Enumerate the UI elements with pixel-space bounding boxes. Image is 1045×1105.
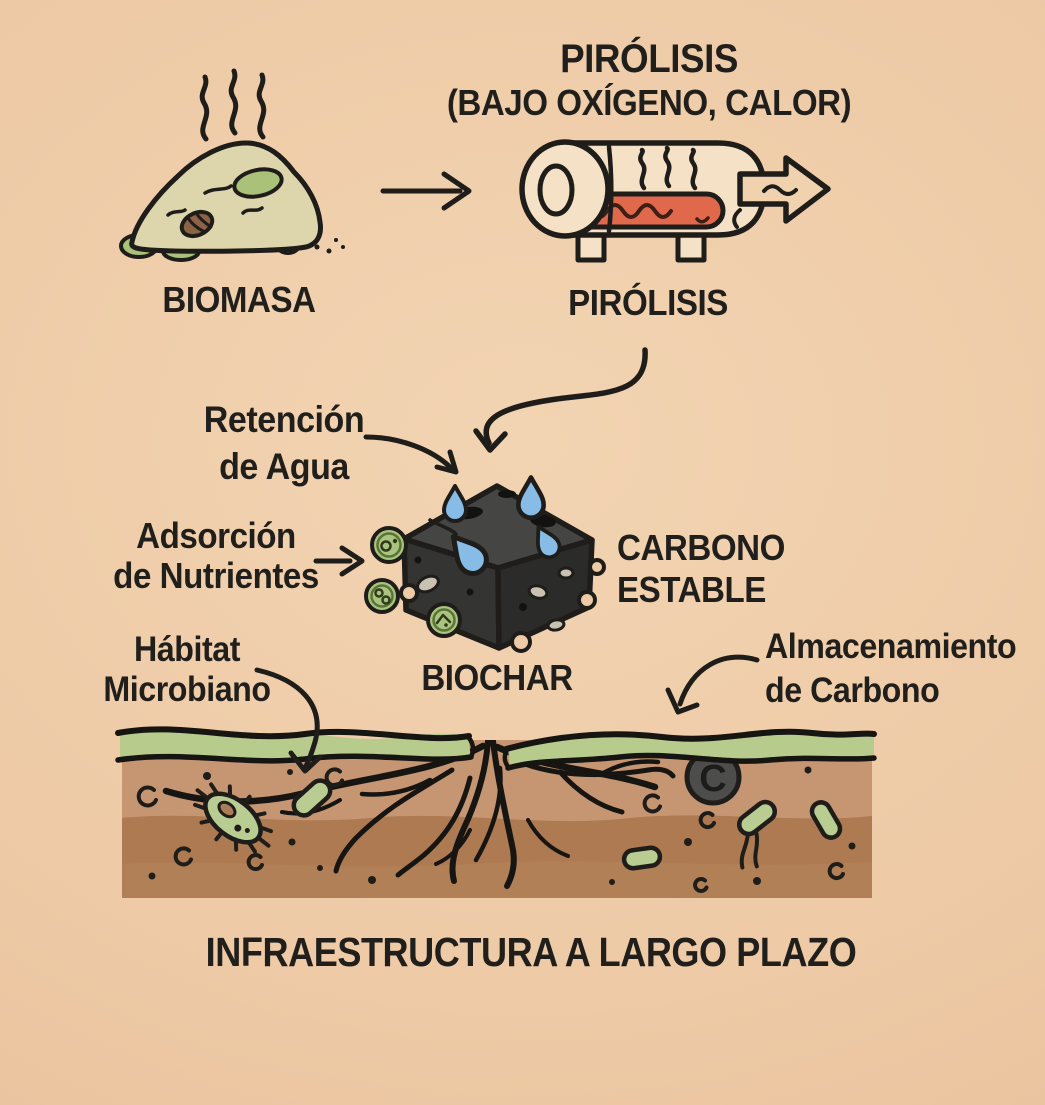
- nutrient-molecule-icon: [364, 526, 462, 638]
- carbon-storage-label: Almacenamiento de Carbono: [765, 625, 1017, 713]
- bacterium-icon: [193, 782, 273, 854]
- nutrient-adsorption-line2: de Nutrientes: [113, 555, 319, 596]
- arrow-pyrolysis-to-biochar: [473, 347, 648, 453]
- gas-exit-arrow-icon: [737, 155, 831, 224]
- title-line-2: (BAJO OXÍGENO, CALOR): [446, 82, 852, 123]
- water-retention-line2: de Agua: [219, 446, 349, 487]
- microbe-icon: [621, 845, 663, 871]
- microbial-habitat-line2: Microbiano: [103, 670, 271, 709]
- water-drop-icon: [442, 475, 562, 576]
- nutrient-adsorption-label: Adsorción de Nutrientes: [113, 516, 319, 596]
- arrow-nutrient-adsorption: [313, 545, 365, 577]
- microbe-icon: [809, 800, 843, 840]
- biochar-cube-icon: [364, 475, 606, 653]
- stable-carbon-label: CARBONO ESTABLE: [617, 527, 785, 611]
- water-retention-label: Retención de Agua: [203, 396, 365, 490]
- microbial-habitat-label: Hábitat Microbiano: [103, 630, 271, 710]
- stable-carbon-line2: ESTABLE: [617, 569, 766, 610]
- root-system-icon: [162, 740, 676, 889]
- microbial-habitat-line1: Hábitat: [134, 630, 240, 669]
- pyrolysis-process-title: PIRÓLISIS: [560, 37, 738, 81]
- pyrolysis-kiln-icon: [519, 139, 831, 263]
- arrow-carbon-storage: [665, 654, 760, 715]
- kiln-heat-lines-icon: [638, 145, 698, 191]
- soil-microbes: [136, 740, 856, 893]
- biomass-pile-icon: [119, 68, 345, 262]
- pyrolysis-label: PIRÓLISIS: [568, 282, 728, 323]
- nutrient-adsorption-line1: Adsorción: [136, 515, 296, 556]
- biochar-label: BIOCHAR: [421, 657, 573, 698]
- flagellate-microbe-icon: [736, 799, 778, 870]
- carbon-symbol: C: [699, 758, 726, 800]
- grass-strip-icon: [115, 726, 877, 771]
- soil-curl-marks: [136, 767, 845, 893]
- footer-caption: INFRAESTRUCTURA A LARGO PLAZO: [205, 929, 857, 975]
- title-line-1: PIRÓLISIS: [560, 37, 738, 81]
- biomass-label: BIOMASA: [162, 279, 316, 320]
- pyrolysis-process-subtitle: (BAJO OXÍGENO, CALOR): [446, 82, 852, 123]
- carbon-storage-line2: de Carbono: [765, 671, 940, 710]
- stable-carbon-line1: CARBONO: [617, 527, 785, 568]
- water-retention-line1: Retención: [203, 399, 365, 440]
- carbon-storage-line1: Almacenamiento: [765, 627, 1017, 666]
- steam-lines-icon: [199, 68, 267, 142]
- soil-cross-section: C: [115, 726, 877, 898]
- biomass-debris-dots: [314, 238, 345, 254]
- arrow-water-retention: [363, 434, 459, 475]
- arrow-microbial-habitat: [254, 667, 323, 774]
- flow-arrow-biomass-to-pyrolysis: [380, 171, 472, 211]
